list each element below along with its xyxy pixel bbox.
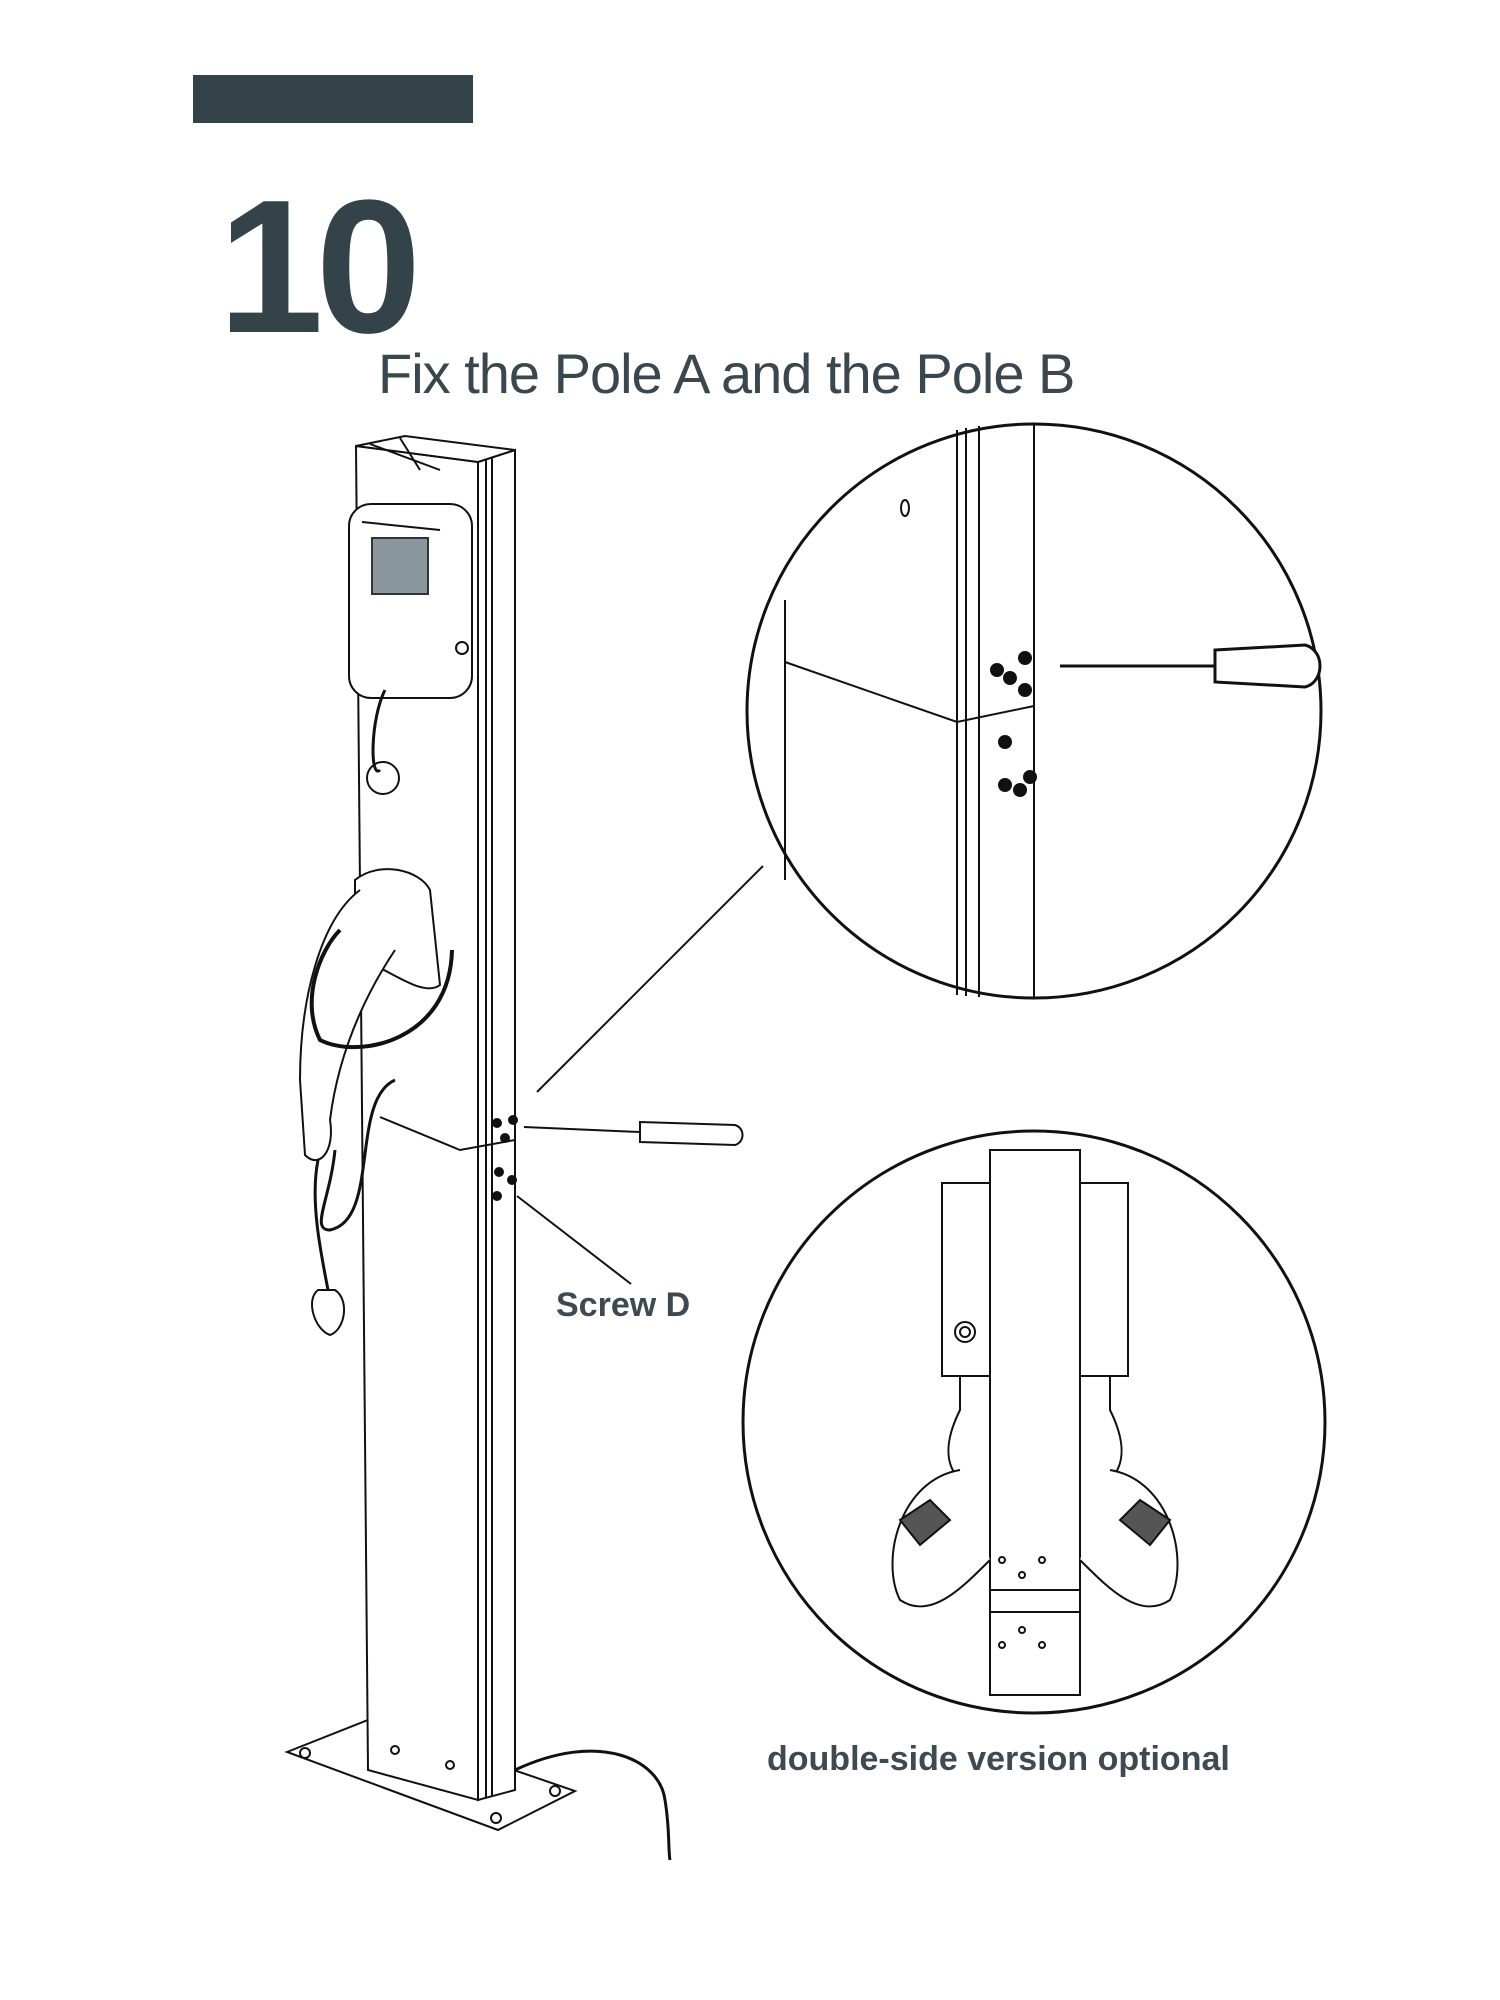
detail-circle-screws: [745, 422, 1323, 1000]
step-number: 10: [218, 161, 421, 373]
charger-unit: [348, 503, 473, 795]
charging-gun: [298, 868, 454, 1337]
step-title: Fix the Pole A and the Pole B: [378, 342, 1075, 405]
detail-circle-double-side: [741, 1129, 1327, 1715]
screwdriver-icon: [523, 1120, 744, 1147]
double-side-label: double-side version optional: [767, 1740, 1230, 1778]
detail-leader-line: [536, 865, 764, 1093]
screwdriver-icon: [1060, 643, 1322, 689]
section-bar: [193, 75, 473, 123]
screws-main: [492, 1115, 518, 1201]
screw-leader-line: [516, 1195, 632, 1285]
screw-d-label: Screw D: [556, 1286, 691, 1324]
